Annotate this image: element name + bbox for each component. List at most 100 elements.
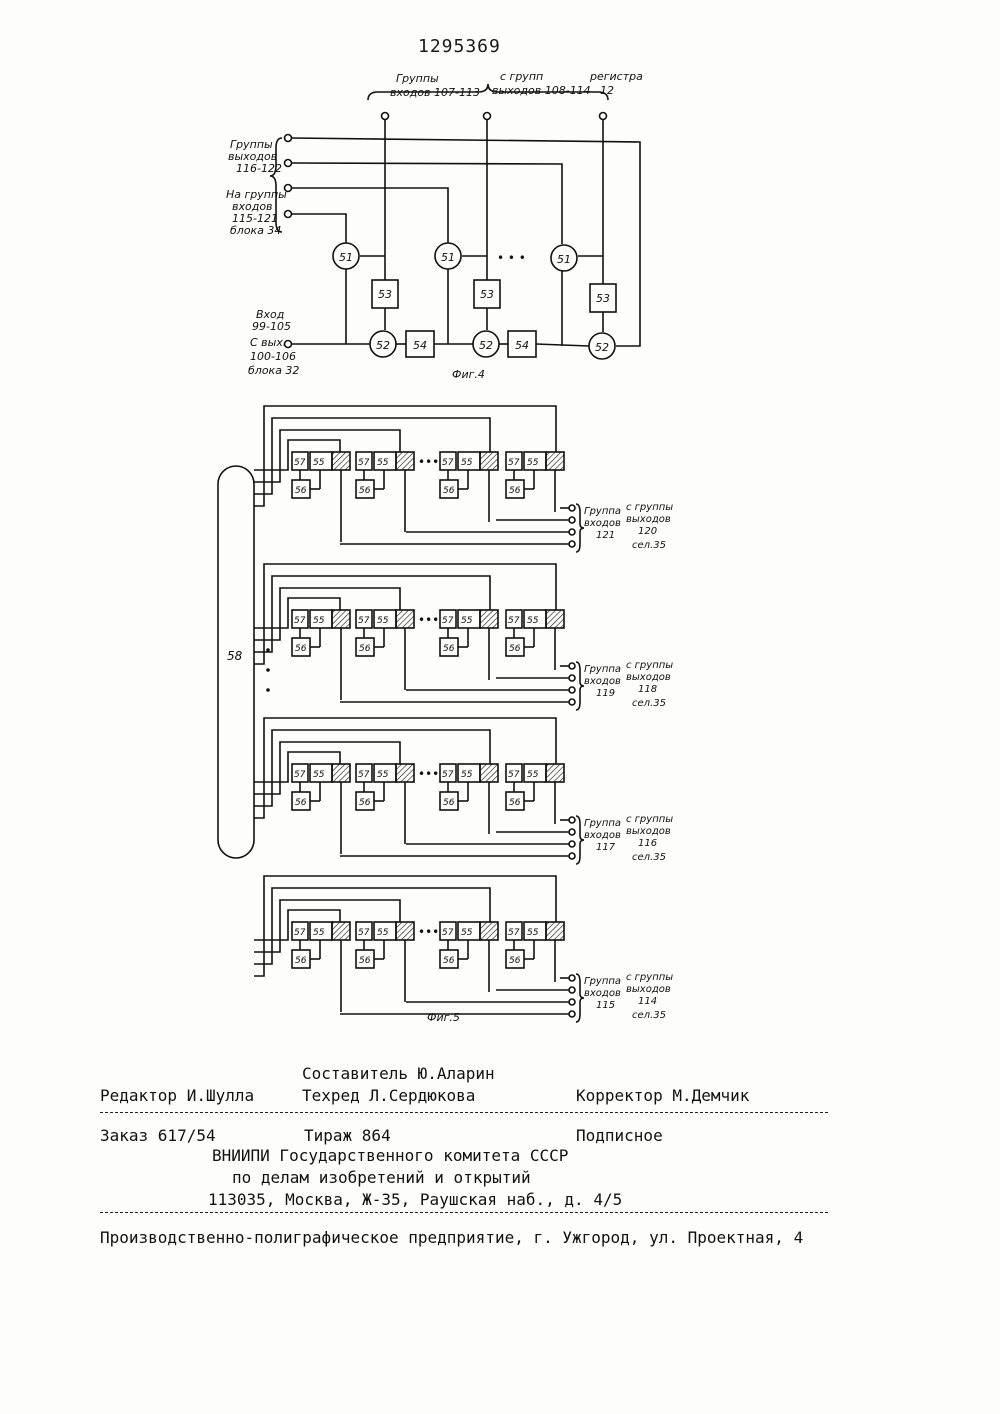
fig5-block-55-label: 55 [527, 616, 539, 626]
fig4-label-input-3: С вых. [250, 336, 286, 349]
fig5-block-57-label: 57 [294, 928, 306, 938]
fig5-register-cell [546, 610, 564, 628]
fig5-label-group-1: Группа [584, 506, 621, 517]
fig4-label-register-1: регистра [589, 70, 643, 83]
fig4-terminal-left-2 [285, 160, 292, 167]
fig5-block-56-label: 56 [509, 486, 521, 496]
fig5-label-group-2: входов [584, 518, 621, 529]
fig5-label-sel-4: сел.35 [632, 698, 666, 709]
fig4-label-input-5: блока 32 [248, 364, 299, 377]
fig5-terminal [569, 1011, 575, 1017]
fig5-block-56-label: 56 [359, 956, 371, 966]
fig5-block-57-label: 57 [508, 616, 520, 626]
fig5-block-55-label: 55 [527, 928, 539, 938]
fig5-register-cell [546, 764, 564, 782]
fig5-block-56-label: 56 [359, 486, 371, 496]
fig5-label-group-2: входов [584, 830, 621, 841]
fig4-wire-4 [292, 214, 346, 243]
fig5-label-sel-1: с группы [626, 660, 673, 671]
colophon-compiler: Составитель Ю.Аларин [302, 1064, 495, 1083]
fig5-label-sel-4: сел.35 [632, 852, 666, 863]
fig5-block-56-label: 56 [359, 798, 371, 808]
fig5-dots: ••• [418, 613, 439, 627]
fig5-label-group-2: входов [584, 676, 621, 687]
fig5-terminal [569, 687, 575, 693]
fig5-terminal [569, 853, 575, 859]
fig5-terminal [569, 517, 575, 523]
fig5-brace [576, 504, 584, 552]
fig4-label-from-groups-1: с групп [500, 70, 543, 83]
fig5-vdot [266, 668, 270, 672]
fig5-terminal [569, 699, 575, 705]
fig5-block-55-label: 55 [377, 770, 389, 780]
fig5-label-sel-2: выходов [626, 672, 671, 683]
colophon-vniipi: ВНИИПИ Государственного комитета СССР [212, 1146, 568, 1165]
fig5-block-55-label: 55 [377, 458, 389, 468]
fig5-block-57-label: 57 [358, 928, 370, 938]
fig4-label-from-groups-2: выходов 108-114 [492, 84, 591, 97]
fig5-label-group-3: 121 [596, 530, 615, 541]
fig5-block-57-label: 57 [442, 770, 454, 780]
fig5-register-cell [332, 610, 350, 628]
fig4-label-outputs-3: 116-122 [236, 162, 282, 175]
fig5-label-group-3: 117 [596, 842, 616, 853]
fig5-brace [576, 662, 584, 710]
fig5-label-sel-3: 120 [638, 526, 657, 537]
fig5-label-sel-2: выходов [626, 514, 671, 525]
fig4-terminal-top-3 [600, 113, 607, 120]
fig4-label-input-4: 100-106 [250, 350, 296, 363]
fig5-label-sel-1: с группы [626, 502, 673, 513]
fig5-register-cell [480, 764, 498, 782]
fig5-block-55-label: 55 [377, 928, 389, 938]
fig5-vdot [266, 648, 270, 652]
fig5-block-56-label: 56 [295, 644, 307, 654]
fig5-label-group-3: 119 [596, 688, 615, 699]
fig5-terminal [569, 529, 575, 535]
fig5-terminal [569, 841, 575, 847]
fig5-label-sel-4: сел.35 [632, 540, 666, 551]
fig5-dots: ••• [418, 925, 439, 939]
fig5-register-cell [396, 452, 414, 470]
fig5-label-group-1: Группа [584, 664, 621, 675]
fig5-block-55-label: 55 [461, 458, 473, 468]
fig5-block-57-label: 57 [358, 458, 370, 468]
fig5-block-56-label: 56 [443, 486, 455, 496]
fig5-register-cell [480, 452, 498, 470]
colophon-techred: Техред Л.Сердюкова [302, 1086, 475, 1105]
colophon-divider-2 [100, 1212, 828, 1213]
fig5-brace [576, 816, 584, 864]
fig5-terminal [569, 999, 575, 1005]
fig5-register-cell [546, 922, 564, 940]
colophon-subscription: Подписное [576, 1126, 663, 1145]
fig5-register-cell [332, 452, 350, 470]
fig5-block-56-label: 56 [509, 798, 521, 808]
fig5-label-sel-3: 116 [638, 838, 657, 849]
fig5-dots: ••• [418, 455, 439, 469]
fig5-caption: Фиг.5 [427, 1011, 460, 1024]
fig5-label-group-1: Группа [584, 976, 621, 987]
colophon-printer: Производственно-полиграфическое предприя… [100, 1228, 803, 1247]
fig5-block-57-label: 57 [508, 928, 520, 938]
fig4-node-52-c-label: 52 [595, 341, 609, 354]
fig5-block-55-label: 55 [313, 616, 325, 626]
fig5-block-56-label: 56 [295, 798, 307, 808]
fig5-block-56-label: 56 [509, 956, 521, 966]
fig4-block-53-a-label: 53 [378, 288, 392, 301]
fig5-loop-3 [254, 742, 400, 794]
fig5-block-55-label: 55 [377, 616, 389, 626]
fig5-block-56-label: 56 [295, 956, 307, 966]
fig4-wire-2 [292, 163, 562, 244]
fig5-vdot [266, 688, 270, 692]
fig5-terminal [569, 817, 575, 823]
fig4-caption: Фиг.4 [452, 368, 485, 381]
fig4-label-input-2: 99-105 [252, 320, 291, 333]
fig4-terminal-top-1 [382, 113, 389, 120]
fig4-block-53-b-label: 53 [480, 288, 494, 301]
fig4-wire-1 [292, 138, 640, 346]
fig5-block-55-label: 55 [461, 616, 473, 626]
fig5-block-57-label: 57 [358, 770, 370, 780]
fig5-block-56-label: 56 [443, 798, 455, 808]
fig5-block-57-label: 57 [294, 770, 306, 780]
fig4-wire-3 [292, 188, 448, 243]
fig4-block-54-b-label: 54 [515, 339, 529, 352]
